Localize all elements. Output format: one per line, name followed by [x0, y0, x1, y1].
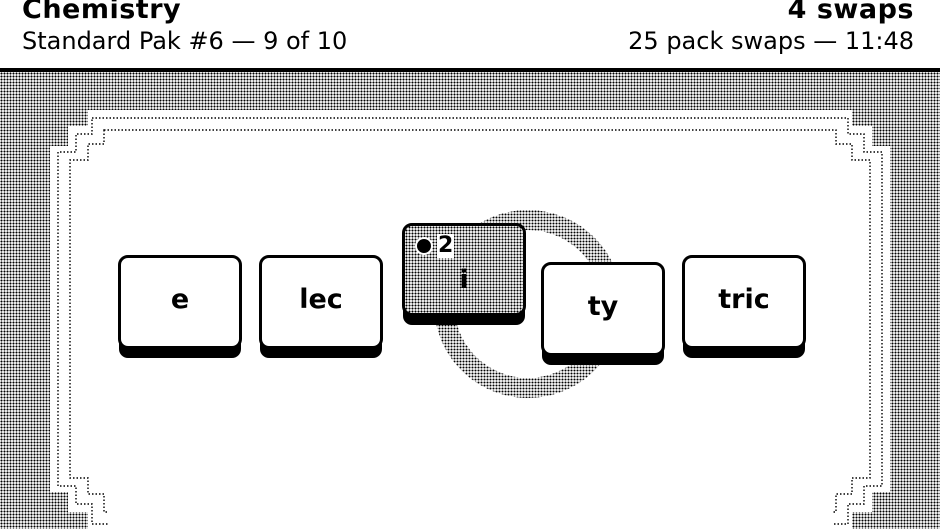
game-board: e lec 2 i ty tric [0, 72, 940, 529]
tile-label: ty [587, 291, 619, 322]
tile-label: tric [718, 284, 770, 315]
header-divider [0, 68, 940, 72]
selected-word-tile[interactable]: 2 i [402, 223, 526, 316]
tile-label: e [170, 284, 190, 315]
word-tile[interactable]: tric [682, 255, 806, 349]
puzzle-subtitle: Standard Pak #6 — 9 of 10 [22, 27, 348, 55]
header-bar: Chemistry Standard Pak #6 — 9 of 10 4 sw… [0, 0, 940, 70]
swap-counter: 4 swaps [787, 0, 914, 25]
word-tile[interactable]: lec [259, 255, 383, 349]
hint-badge: 2 [415, 232, 455, 260]
puzzle-title: Chemistry [22, 0, 182, 25]
tile-label: lec [299, 284, 343, 315]
dot-icon [415, 237, 433, 255]
tile-label: i [459, 265, 469, 295]
word-tile[interactable]: e [118, 255, 242, 349]
pack-swap-counter: 25 pack swaps — 11:48 [628, 27, 914, 55]
word-tile[interactable]: ty [541, 262, 665, 356]
hint-count: 2 [437, 233, 455, 258]
